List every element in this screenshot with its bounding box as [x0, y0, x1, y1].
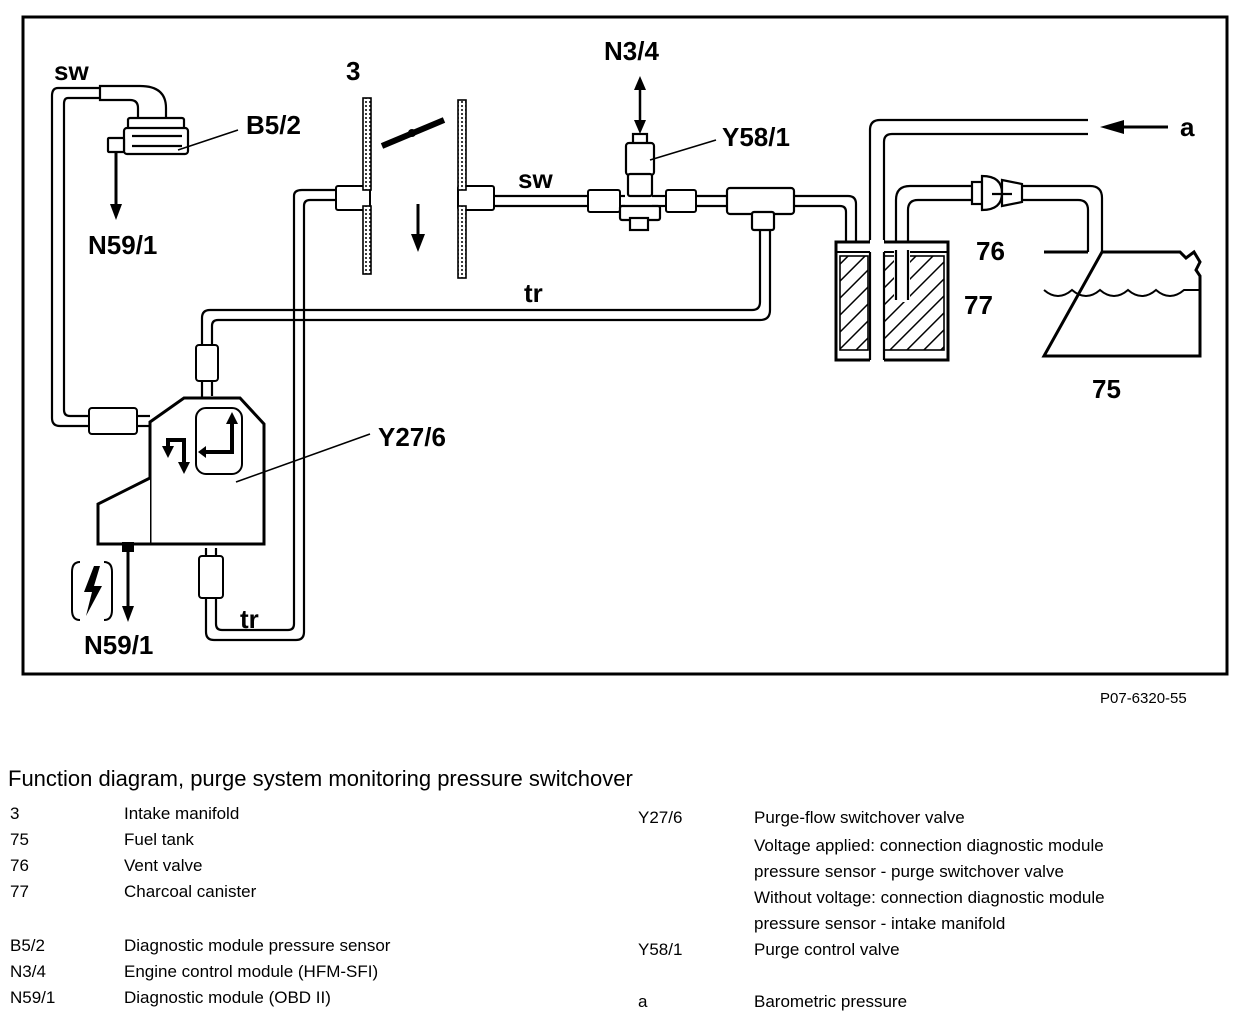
label-n591-top: N59/1 [88, 230, 157, 260]
legend-desc: Vent valve [124, 856, 203, 875]
legend-code: B5/2 [10, 936, 45, 955]
intake-manifold [362, 97, 467, 279]
legend-code: Y58/1 [638, 940, 683, 959]
legend-desc: Purge control valve [754, 940, 900, 959]
electrical-voltage-icon [71, 561, 113, 621]
label-sw-mid: sw [518, 164, 553, 194]
legend-code: N3/4 [10, 962, 46, 981]
legend-desc: Engine control module (HFM-SFI) [124, 962, 379, 981]
hose-tr-bottom [204, 198, 337, 642]
vent-valve [970, 174, 1024, 212]
label-a: a [1180, 112, 1195, 142]
tee-fitting [725, 186, 796, 232]
label-n591-bottom: N59/1 [84, 630, 153, 660]
hose-network [50, 86, 1104, 642]
y276-connector [122, 542, 134, 552]
legend-desc: Fuel tank [124, 830, 194, 849]
y276-switchover-valve [96, 396, 266, 546]
legend-code: 75 [10, 830, 29, 849]
fuel-tank [1041, 249, 1202, 358]
legend-code: 76 [10, 856, 29, 875]
b52-leader-line [177, 129, 239, 151]
legend-desc: Without voltage: connection diagnostic m… [754, 888, 1105, 907]
function-diagram: sw B5/2 N59/1 3 N3/4 Y58/1 sw a 76 77 75… [21, 15, 1229, 676]
label-sw-top: sw [54, 56, 89, 86]
legend-desc: pressure sensor - intake manifold [754, 914, 1006, 933]
label-b52: B5/2 [246, 110, 301, 140]
label-77: 77 [964, 290, 993, 320]
label-75: 75 [1092, 374, 1121, 404]
y581-leader-line [649, 139, 717, 161]
legend-desc: Diagnostic module (OBD II) [124, 988, 331, 1007]
legend-code: N59/1 [10, 988, 56, 1007]
hose-vent [894, 184, 976, 300]
figure-code: P07-6320-55 [1100, 690, 1187, 707]
diagram-frame [21, 15, 1229, 676]
charcoal-canister [834, 240, 950, 362]
legend-desc: Diagnostic module pressure sensor [124, 936, 391, 955]
legend-code: 3 [10, 804, 20, 823]
legend-desc: Barometric pressure [754, 992, 908, 1011]
label-tr-mid: tr [524, 278, 543, 308]
legend-code: Y27/6 [638, 808, 683, 827]
hose-couplers [88, 185, 697, 599]
hose-sw-left [50, 86, 102, 428]
legend-desc: Charcoal canister [124, 882, 257, 901]
hose-tr-middle [200, 228, 762, 345]
hose-air-inlet [868, 118, 1088, 360]
label-y276: Y27/6 [378, 422, 446, 452]
caption: Function diagram, purge system monitorin… [8, 766, 633, 791]
legend-code: a [638, 992, 648, 1011]
legend-code: 77 [10, 882, 29, 901]
legend-desc: Purge-flow switchover valve [754, 808, 965, 827]
label-intake-3: 3 [346, 56, 360, 86]
y276-leader-line [235, 433, 371, 483]
label-y581: Y58/1 [722, 122, 790, 152]
label-n34: N3/4 [604, 36, 659, 66]
legend-desc: Voltage applied: connection diagnostic m… [754, 836, 1104, 855]
label-76: 76 [976, 236, 1005, 266]
legend-desc: Intake manifold [124, 804, 240, 823]
label-tr-bottom: tr [240, 604, 259, 634]
legend-desc: pressure sensor - purge switchover valve [754, 862, 1064, 881]
b52-pressure-sensor [98, 84, 190, 156]
